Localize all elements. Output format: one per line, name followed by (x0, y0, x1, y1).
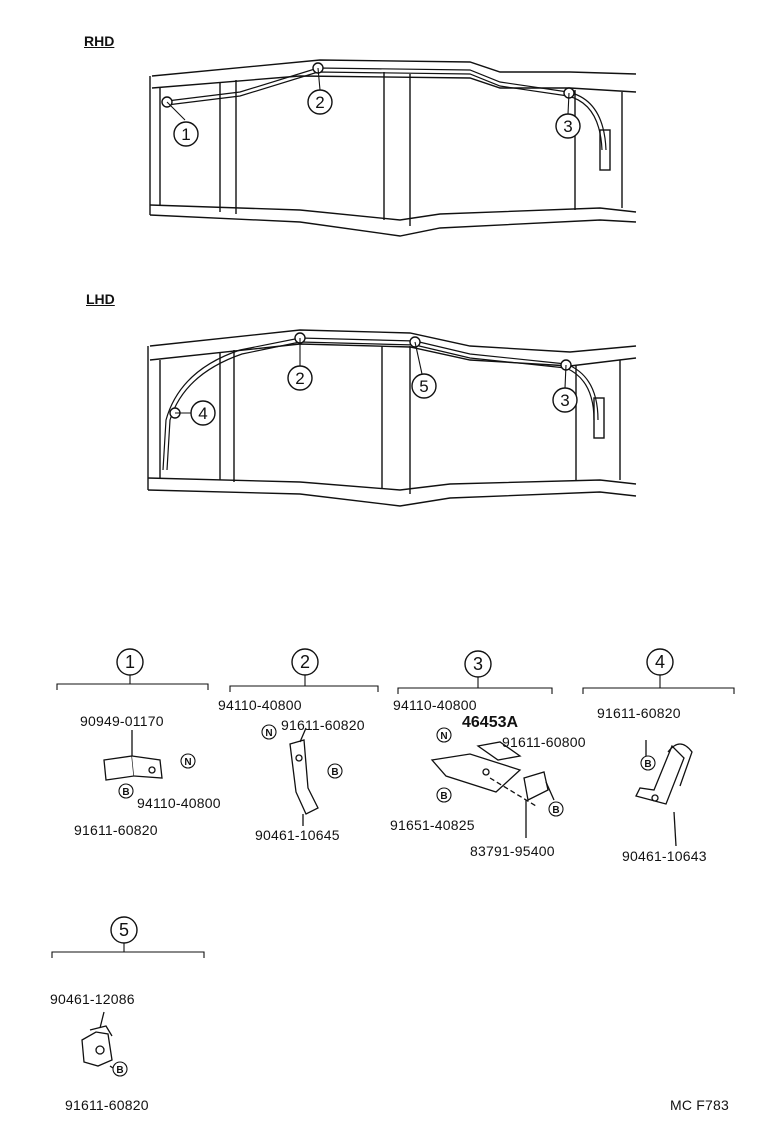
group-4-b-mark: B (644, 759, 651, 770)
group-1-b-mark: B (122, 787, 129, 798)
group-2-number: 2 (300, 652, 310, 672)
part-94110-40800-g2: 94110-40800 (218, 697, 302, 713)
rhd-frame (149, 59, 637, 237)
part-90949-01170: 90949-01170 (80, 713, 164, 729)
group-circles (110, 648, 674, 944)
part-46453a: 46453A (462, 714, 519, 731)
part-90461-10643: 90461-10643 (622, 848, 707, 864)
rhd-callout-3: 3 (563, 117, 572, 136)
callout-leaders (166, 67, 570, 414)
part-94110-40800-g3: 94110-40800 (393, 697, 477, 713)
group-5-number: 5 (119, 920, 129, 940)
part-91611-60820-g2: 91611-60820 (281, 717, 365, 733)
lhd-header: LHD (86, 291, 115, 307)
group-4-number: 4 (655, 652, 665, 672)
figure-code: MC F783 (670, 1097, 729, 1113)
lhd-callout-2: 2 (295, 369, 304, 388)
group-5-b-mark: B (116, 1065, 123, 1076)
group-3-b-mark-right: B (552, 805, 559, 816)
rhd-callout-2: 2 (315, 93, 324, 112)
part-sketches (81, 727, 693, 1071)
lhd-callout-3: 3 (560, 391, 569, 410)
part-91651-40825: 91651-40825 (390, 817, 475, 833)
callout-circles (173, 89, 581, 426)
part-91611-60800: 91611-60800 (502, 734, 586, 750)
group-3-n-mark: N (440, 731, 447, 742)
rhd-callout-1: 1 (181, 125, 190, 144)
group-1-number: 1 (125, 652, 135, 672)
clip-points (161, 62, 575, 419)
group-1-n-mark: N (184, 757, 191, 768)
rhd-header: RHD (84, 33, 115, 49)
group-3-b-mark-left: B (440, 791, 447, 802)
part-94110-40800-g1: 94110-40800 (137, 795, 221, 811)
group-3-number: 3 (473, 654, 483, 674)
group-2-b-mark: B (331, 767, 338, 778)
lhd-callout-4: 4 (198, 404, 207, 423)
part-90461-12086: 90461-12086 (50, 991, 135, 1007)
group-brackets (51, 675, 735, 958)
part-91611-60820-g4: 91611-60820 (597, 705, 681, 721)
nut-bolt-marks (112, 724, 656, 1077)
part-83791-95400: 83791-95400 (470, 843, 555, 859)
part-91611-60820-g5: 91611-60820 (65, 1097, 149, 1113)
lhd-frame (147, 329, 637, 507)
lhd-callout-5: 5 (419, 377, 428, 396)
part-91611-60820-g1: 91611-60820 (74, 822, 158, 838)
group-2-n-mark: N (265, 728, 272, 739)
part-90461-10645: 90461-10645 (255, 827, 340, 843)
